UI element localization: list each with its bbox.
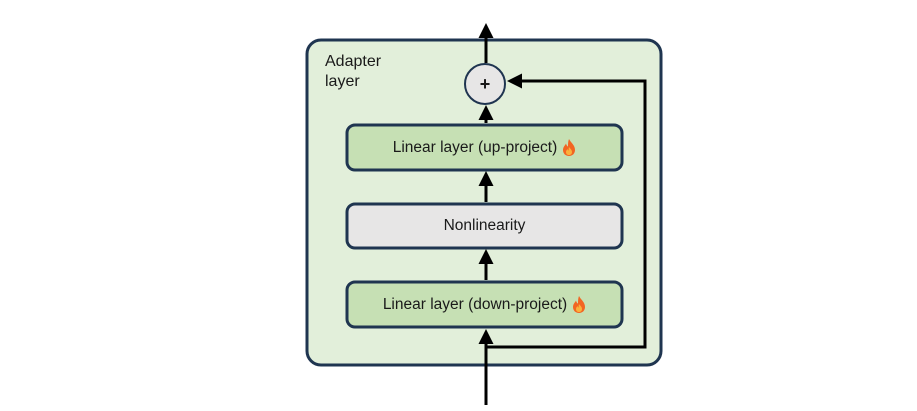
adapter-layer-label: Adapter layer	[325, 53, 382, 90]
linear-up-project-block	[345, 123, 624, 172]
nonlinearity-label: Nonlinearity	[443, 217, 526, 234]
up-project-label: Linear layer (up-project)	[392, 138, 558, 156]
add-node	[464, 63, 506, 105]
skip-connection-arrow	[486, 73, 647, 349]
up-project-label-wrap: Linear layer (up-project)	[347, 125, 622, 170]
down-project-label: Linear layer (down-project)	[382, 295, 568, 313]
linear-down-project-block	[345, 280, 624, 329]
nonlinearity-label-wrap: Nonlinearity	[347, 204, 622, 248]
flame-icon	[563, 139, 576, 156]
nonlinearity-block	[345, 202, 624, 250]
add-symbol: +	[479, 73, 491, 94]
flame-icon	[573, 296, 586, 313]
down-project-label-wrap: Linear layer (down-project)	[347, 282, 622, 327]
